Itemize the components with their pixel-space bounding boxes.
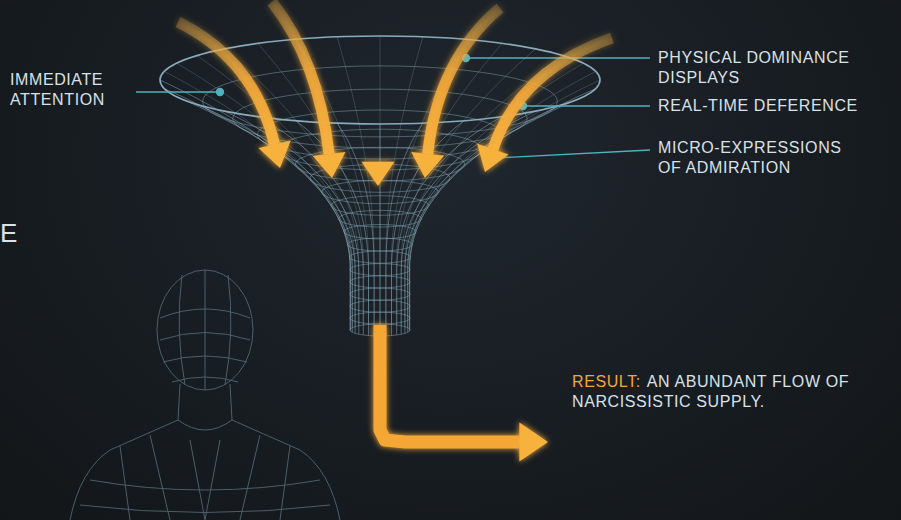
label-text: PHYSICAL DOMINANCE DISPLAYS	[658, 48, 890, 88]
partial-text: E	[0, 218, 30, 248]
result-prefix: RESULT:	[572, 372, 641, 392]
label-text: MICRO-EXPRESSIONS OF ADMIRATION	[658, 138, 858, 178]
person-wireframe	[70, 270, 340, 520]
label-text: REAL-TIME DEFERENCE	[658, 96, 890, 116]
input-arrows	[178, 0, 612, 462]
leader-lines	[136, 55, 650, 394]
result-text: AN ABUNDANT FLOW OF NARCISSISTIC SUPPLY.	[572, 372, 892, 412]
label-text: IMMEDIATE ATTENTION	[10, 70, 135, 110]
